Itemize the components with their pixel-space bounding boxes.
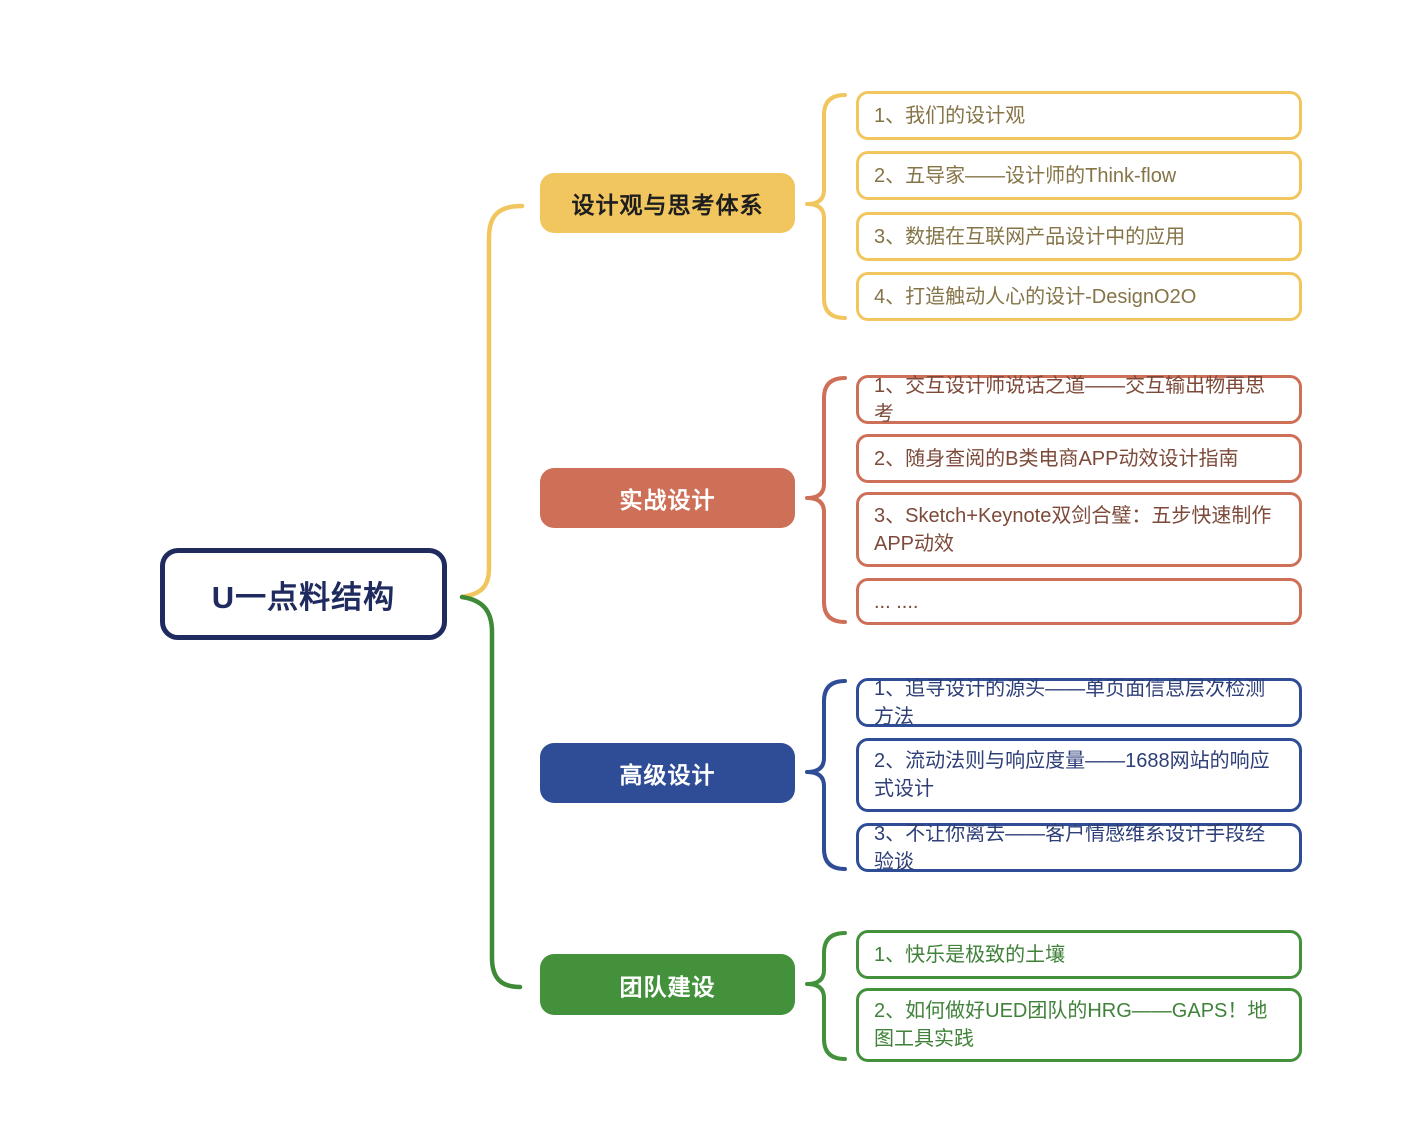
child-node-label: 1、追寻设计的源头——单页面信息层次检测方法 — [874, 677, 1266, 728]
branch-node-label: 设计观与思考体系 — [571, 192, 764, 218]
branch-node-label: 实战设计 — [619, 487, 716, 513]
child-node-label: 1、我们的设计观 — [874, 104, 1026, 127]
child-node[interactable]: 1、追寻设计的源头——单页面信息层次检测方法 — [856, 678, 1302, 728]
link-root-to-branch1 — [459, 203, 525, 600]
child-node[interactable]: 3、数据在互联网产品设计中的应用 — [856, 212, 1302, 261]
child-node[interactable]: 1、我们的设计观 — [856, 91, 1302, 140]
child-node-label: 2、如何做好UED团队的HRG——GAPS！地图工具实践 — [874, 1000, 1268, 1050]
child-node-label: 1、快乐是极致的土壤 — [874, 943, 1066, 966]
child-node-label: 3、Sketch+Keynote双剑合璧：五步快速制作APP动效 — [874, 504, 1272, 555]
child-node[interactable]: ... .... — [856, 578, 1302, 625]
child-node-label: 2、五导家——设计师的Think-flow — [874, 164, 1177, 187]
branch-node-label: 高级设计 — [619, 762, 716, 788]
brace-branch3 — [805, 679, 847, 871]
branch-node-design-philosophy[interactable]: 设计观与思考体系 — [540, 173, 795, 233]
child-node[interactable]: 4、打造触动人心的设计-DesignO2O — [856, 272, 1302, 321]
child-node[interactable]: 2、随身查阅的B类电商APP动效设计指南 — [856, 434, 1302, 483]
root-node-label: U一点料结构 — [211, 579, 396, 615]
brace-branch2 — [805, 376, 847, 624]
child-node[interactable]: 2、如何做好UED团队的HRG——GAPS！地图工具实践 — [856, 988, 1302, 1062]
brace-branch1 — [805, 93, 847, 320]
child-node-label: 3、数据在互联网产品设计中的应用 — [874, 225, 1186, 248]
root-node[interactable]: U一点料结构 — [160, 548, 447, 640]
child-node[interactable]: 2、流动法则与响应度量——1688网站的响应式设计 — [856, 738, 1302, 812]
child-node-label: 1、交互设计师说话之道——交互输出物再思考 — [874, 374, 1266, 425]
branch-node-team-building[interactable]: 团队建设 — [540, 954, 795, 1015]
child-node-label: 2、流动法则与响应度量——1688网站的响应式设计 — [874, 750, 1270, 800]
child-node[interactable]: 2、五导家——设计师的Think-flow — [856, 151, 1302, 200]
child-node-label: 4、打造触动人心的设计-DesignO2O — [874, 285, 1197, 308]
branch-node-advanced-design[interactable]: 高级设计 — [540, 743, 795, 803]
child-node-label: 3、不让你离去——客户情感维系设计手段经验谈 — [874, 822, 1266, 873]
child-node[interactable]: 3、不让你离去——客户情感维系设计手段经验谈 — [856, 823, 1302, 873]
child-node-label: ... .... — [874, 590, 919, 613]
child-node[interactable]: 1、快乐是极致的土壤 — [856, 930, 1302, 979]
child-node[interactable]: 3、Sketch+Keynote双剑合璧：五步快速制作APP动效 — [856, 492, 1302, 567]
branch-node-practical-design[interactable]: 实战设计 — [540, 468, 795, 528]
link-root-to-branch4 — [459, 594, 523, 990]
branch-node-label: 团队建设 — [619, 973, 716, 1000]
brace-branch4 — [805, 931, 847, 1061]
child-node[interactable]: 1、交互设计师说话之道——交互输出物再思考 — [856, 375, 1302, 425]
child-node-label: 2、随身查阅的B类电商APP动效设计指南 — [874, 447, 1239, 470]
